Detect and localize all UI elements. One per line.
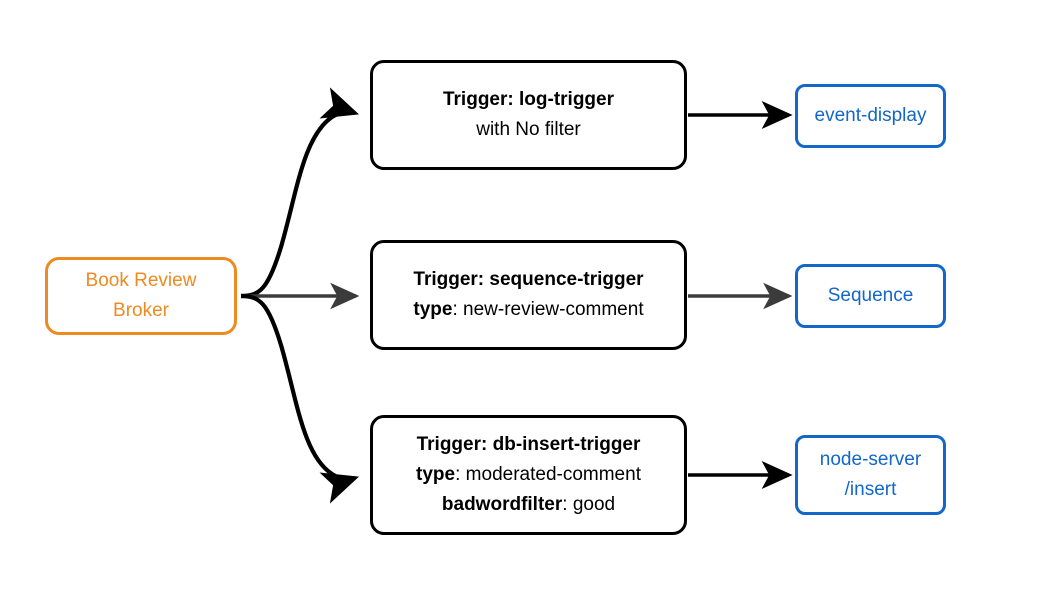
trigger-row-sep: : [562,494,568,515]
trigger-row-db-insert-trigger-1: badwordfilter: good [442,490,615,520]
target-label-line-1: node-server [819,449,922,470]
target-label-line-1: Sequence [827,285,914,306]
trigger-title-label: Trigger: [413,269,485,290]
node-trigger-sequence-trigger[interactable]: Trigger: sequence-trigger type: new-revi… [370,240,687,350]
trigger-row-value: with No filter [476,119,581,140]
edge-broker-to-log-trigger [240,87,359,299]
trigger-row-value: new-review-comment [463,299,644,320]
trigger-title-value: log-trigger [519,89,614,110]
trigger-row-value: good [572,494,616,515]
trigger-title-sequence-trigger: Trigger: sequence-trigger [413,265,643,295]
trigger-title-db-insert-trigger: Trigger: db-insert-trigger [417,430,641,460]
trigger-title-log-trigger: Trigger: log-trigger [443,85,614,115]
trigger-title-value: sequence-trigger [489,269,644,290]
trigger-title-value: db-insert-trigger [492,434,641,455]
node-target-event-display[interactable]: event-display [795,84,946,148]
target-label-line-2: /insert [844,479,897,500]
trigger-row-sep: : [452,299,458,320]
trigger-row-key: type [416,464,456,485]
trigger-row-key: badwordfilter [441,494,563,515]
node-target-node-server-insert[interactable]: node-server /insert [795,435,946,515]
trigger-row-sep: : [455,464,461,485]
node-trigger-log-trigger[interactable]: Trigger: log-trigger with No filter [370,60,687,170]
broker-label-line-2: Broker [113,300,169,321]
broker-label-line-1: Book Review [85,270,197,291]
trigger-row-key: type [413,299,453,320]
trigger-row-sequence-trigger-0: type: new-review-comment [413,295,643,325]
trigger-title-label: Trigger: [416,434,488,455]
node-book-review-broker[interactable]: Book Review Broker [45,257,237,335]
node-target-sequence[interactable]: Sequence [795,264,946,328]
trigger-row-value: moderated-comment [465,464,641,485]
trigger-row-db-insert-trigger-0: type: moderated-comment [416,460,641,490]
trigger-row-log-trigger-0: with No filter [476,115,581,145]
edge-broker-to-db-insert-trigger [240,293,359,504]
node-trigger-db-insert-trigger[interactable]: Trigger: db-insert-trigger type: moderat… [370,415,687,535]
trigger-title-label: Trigger: [442,89,514,110]
target-label-line-1: event-display [814,105,927,126]
